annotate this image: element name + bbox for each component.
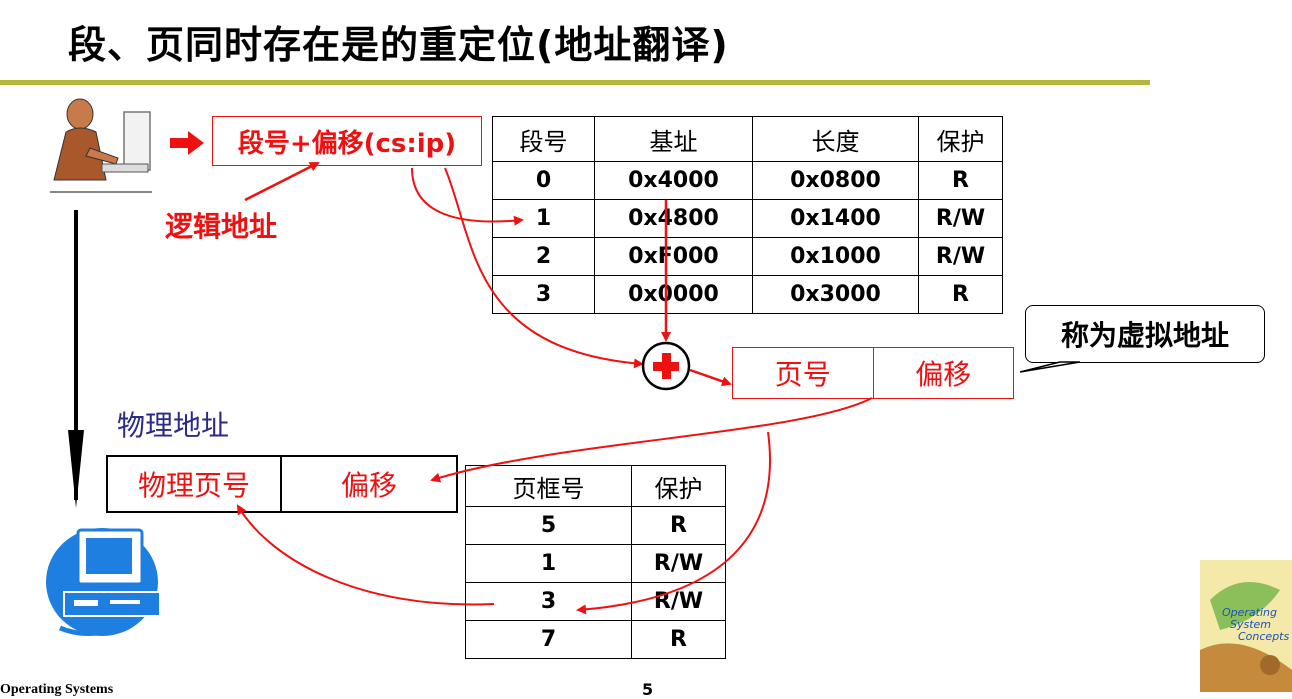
table-cell: 0x0800: [752, 161, 919, 200]
table-cell: 3: [492, 275, 595, 314]
adder-plus-horizontal: [653, 362, 679, 371]
table-cell: 5: [465, 506, 632, 545]
table-cell: R: [631, 620, 726, 659]
table-cell: 0xF000: [594, 237, 753, 276]
page-number: 5: [642, 680, 654, 699]
page-table: 页框号 保护 5 R 1 R/W 3 R/W 7 R: [465, 465, 726, 659]
physical-offset-cell: 偏移: [340, 469, 397, 502]
svg-text:Operating: Operating: [1222, 606, 1277, 619]
table-row: 0 0x4000 0x0800 R: [492, 161, 1003, 200]
adder-plus-vertical: [662, 353, 671, 379]
user-at-computer-icon: [50, 98, 152, 193]
table-cell: 0x1400: [752, 199, 919, 238]
table-header-cell: 段号: [492, 116, 595, 162]
title-divider: [0, 80, 1150, 85]
virtual-offset-cell: 偏移: [915, 358, 972, 391]
physical-address-label: 物理地址: [117, 409, 230, 442]
table-cell: 0x4800: [594, 199, 753, 238]
virtual-address-callout: 称为虚拟地址: [1025, 305, 1265, 363]
table-header-cell: 页框号: [465, 465, 632, 507]
table-header-cell: 保护: [631, 465, 726, 507]
frame-to-physical-arrow: [236, 504, 495, 606]
table-cell: 0x4000: [594, 161, 753, 200]
table-row: 2 0xF000 0x1000 R/W: [492, 237, 1003, 276]
callout-pointer: [1019, 361, 1081, 373]
footer-course-name: Operating Systems: [0, 682, 114, 697]
table-cell: 7: [465, 620, 632, 659]
table-cell: 0x3000: [752, 275, 919, 314]
table-row: 1 R/W: [465, 544, 726, 583]
table-cell: R/W: [631, 544, 726, 583]
table-header-cell: 基址: [594, 116, 753, 162]
flow-arrow-head: [68, 430, 84, 508]
table-cell: 1: [465, 544, 632, 583]
book-cover-icon: Operating System Concepts: [1200, 560, 1292, 692]
table-cell: 1: [492, 199, 595, 238]
table-header-cell: 保护: [918, 116, 1003, 162]
table-row: 3 R/W: [465, 582, 726, 621]
adder-circle: [641, 341, 691, 391]
svg-text:Concepts: Concepts: [1238, 630, 1289, 643]
table-cell: R/W: [918, 237, 1003, 276]
page-title: 段、页同时存在是的重定位(地址翻译): [68, 23, 729, 67]
table-row: 1 0x4800 0x1400 R/W: [492, 199, 1003, 238]
table-cell: 2: [492, 237, 595, 276]
physical-address-box: 物理页号 偏移: [106, 455, 458, 513]
physical-frame-number-cell: 物理页号: [108, 457, 282, 511]
table-row: 3 0x0000 0x3000 R: [492, 275, 1003, 314]
table-header-row: 段号 基址 长度 保护: [492, 116, 1003, 162]
logical-address-label: 逻辑地址: [165, 210, 278, 243]
table-cell: R/W: [631, 582, 726, 621]
table-cell: R/W: [918, 199, 1003, 238]
svg-text:System: System: [1230, 618, 1271, 631]
computer-icon: [46, 528, 161, 636]
table-cell: 0x1000: [752, 237, 919, 276]
logical-address-box: 段号+偏移(cs:ip): [212, 116, 482, 166]
table-cell: R: [918, 161, 1003, 200]
right-arrow-icon: [170, 131, 204, 155]
adder-to-vaddr-arrow: [689, 368, 732, 387]
table-cell: 0: [492, 161, 595, 200]
table-header-cell: 长度: [752, 116, 919, 162]
table-cell: R: [631, 506, 726, 545]
virtual-page-number-cell: 页号: [733, 348, 874, 398]
table-cell: 3: [465, 582, 632, 621]
table-header-row: 页框号 保护: [465, 465, 726, 507]
virtual-address-box: 页号 偏移: [732, 347, 1014, 399]
table-row: 7 R: [465, 620, 726, 659]
logical-label-pointer: [244, 161, 320, 202]
table-row: 5 R: [465, 506, 726, 545]
segment-table: 段号 基址 长度 保护 0 0x4000 0x0800 R 1 0x4800 0…: [492, 116, 1003, 314]
table-cell: R: [918, 275, 1003, 314]
table-cell: 0x0000: [594, 275, 753, 314]
